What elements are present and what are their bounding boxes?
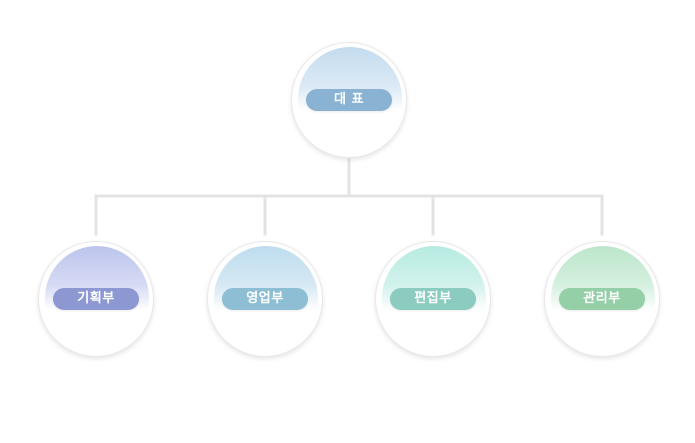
node-editing-dept[interactable]: 편집부: [375, 241, 491, 357]
node-planning-label: 기획부: [53, 288, 139, 310]
node-sales-label: 영업부: [222, 288, 308, 310]
node-admin-label: 관리부: [559, 288, 645, 310]
node-ceo-label: 대 표: [306, 89, 392, 111]
node-editing-label: 편집부: [390, 288, 476, 310]
node-planning-dept[interactable]: 기획부: [38, 241, 154, 357]
node-ceo[interactable]: 대 표: [291, 42, 407, 158]
node-sales-dept[interactable]: 영업부: [207, 241, 323, 357]
node-admin-dept[interactable]: 관리부: [544, 241, 660, 357]
